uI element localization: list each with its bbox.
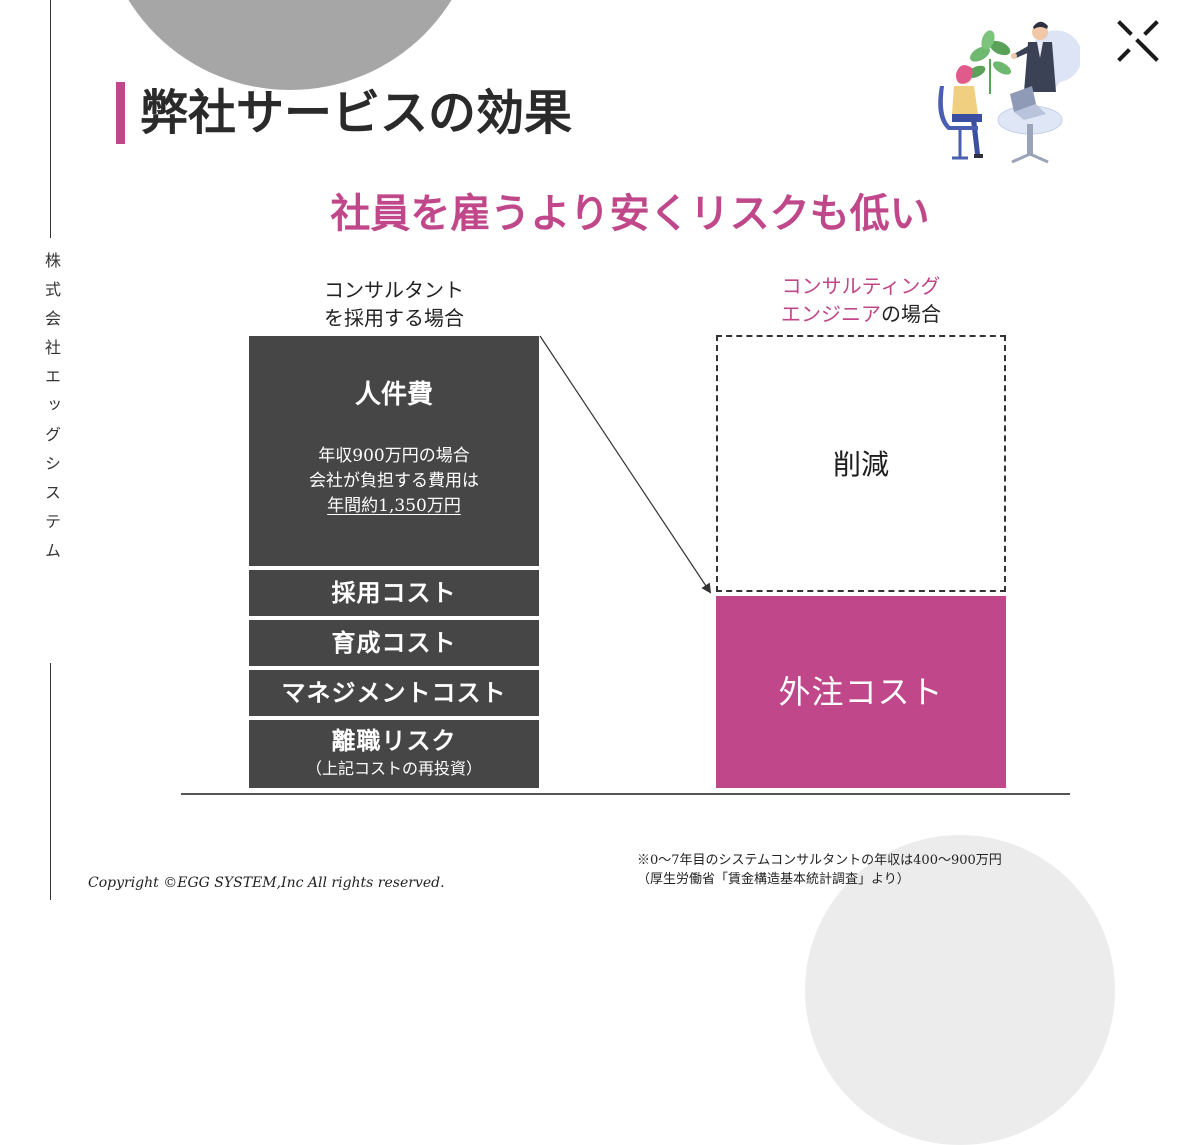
turnover-risk-block: 離職リスク （上記コストの再投資） — [249, 720, 539, 788]
vertical-divider-bottom — [50, 663, 51, 900]
headline: 社員を雇うより安くリスクも低い — [330, 190, 930, 237]
turnover-risk-title: 離職リスク — [331, 726, 457, 755]
personnel-cost-note: 年収900万円の場合 会社が負担する費用は 年間約1,350万円 — [249, 444, 539, 519]
business-meeting-illustration-icon — [938, 21, 1080, 164]
right-heading-line2: エンジニアの場合 — [716, 300, 1006, 328]
page-title: 弊社サービスの効果 — [140, 85, 573, 141]
personnel-cost-note-line2: 会社が負担する費用は — [309, 471, 479, 491]
right-heading-line2-pink: エンジニア — [781, 302, 881, 326]
personnel-cost-title: 人件費 — [354, 380, 433, 410]
outsourcing-cost-block: 外注コスト — [716, 596, 1006, 788]
personnel-cost-block: 人件費 年収900万円の場合 会社が負担する費用は 年間約1,350万円 — [249, 336, 539, 566]
recruitment-cost-block: 採用コスト — [249, 570, 539, 616]
turnover-risk-subtitle: （上記コストの再投資） — [305, 759, 482, 778]
footnote-line2: （厚生労働省「賃金構造基本統計調査」より） — [637, 872, 910, 887]
right-heading-line1: コンサルティング — [781, 274, 941, 298]
personnel-cost-note-line3: 年間約1,350万円 — [327, 496, 461, 516]
left-column-heading: コンサルタント を採用する場合 — [249, 276, 539, 332]
left-heading-line1: コンサルタント — [324, 278, 464, 302]
title-accent-bar — [116, 82, 125, 144]
chart-baseline — [181, 793, 1070, 795]
management-cost-block: マネジメントコスト — [249, 670, 539, 716]
source-footnote: ※0〜7年目のシステムコンサルタントの年収は400〜900万円 （厚生労働省「賃… — [637, 851, 1002, 889]
decorative-circle-top — [100, 0, 480, 90]
left-heading-line2: を採用する場合 — [324, 306, 464, 330]
right-heading-line2-rest: の場合 — [881, 302, 941, 326]
copyright-text: Copyright ©EGG SYSTEM,Inc All rights res… — [88, 875, 445, 891]
training-cost-block: 育成コスト — [249, 620, 539, 666]
vertical-divider-top — [50, 0, 51, 238]
brand-logo-icon — [1117, 20, 1159, 62]
reduced-label: 削減 — [832, 448, 889, 481]
personnel-cost-note-line1: 年収900万円の場合 — [318, 446, 470, 466]
company-name-vertical: 株式会社エッグシステム — [42, 252, 61, 571]
footnote-line1: ※0〜7年目のシステムコンサルタントの年収は400〜900万円 — [637, 853, 1002, 868]
reduction-arrow-icon — [539, 335, 712, 594]
right-column-heading: コンサルティング エンジニアの場合 — [716, 272, 1006, 328]
reduced-cost-box: 削減 — [716, 335, 1006, 592]
